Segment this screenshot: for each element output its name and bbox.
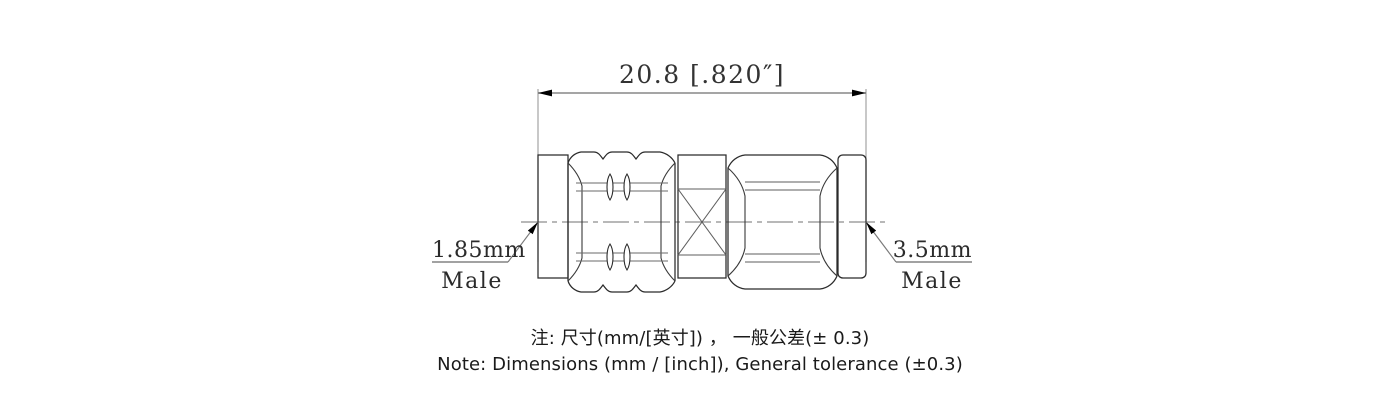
right-cylinder-section <box>837 154 867 279</box>
left-knurl-markers-upper <box>606 173 631 201</box>
left-cylinder-section <box>537 154 569 279</box>
notes-block: 注: 尺寸(mm/[英寸]) ， 一般公差(± 0.3) Note: Dimen… <box>0 326 1400 378</box>
left-knurl-markers-lower <box>606 243 631 271</box>
note-line-english: Note: Dimensions (mm / [inch]), General … <box>437 354 963 376</box>
note-line-chinese: 注: 尺寸(mm/[英寸]) ， 一般公差(± 0.3) <box>530 328 870 349</box>
callout-right-connector: 3.5mm Male <box>865 221 972 294</box>
center-square-section <box>677 154 727 279</box>
dimension-overall-length: 20.8 [.820″] <box>537 60 867 262</box>
callout-left-subtitle: Male <box>441 269 503 294</box>
right-hex-nut-section <box>727 154 838 290</box>
callout-left-title: 1.85mm <box>432 238 526 263</box>
dimension-label: 20.8 [.820″] <box>619 60 785 89</box>
left-knurl-bands <box>576 182 668 262</box>
callout-left-connector: 1.85mm Male <box>432 221 539 294</box>
leader-line-right <box>865 221 897 263</box>
left-knurled-section <box>567 151 676 293</box>
callout-right-subtitle: Male <box>901 269 963 294</box>
callout-right-title: 3.5mm <box>893 238 972 263</box>
leader-line-left <box>507 221 539 263</box>
